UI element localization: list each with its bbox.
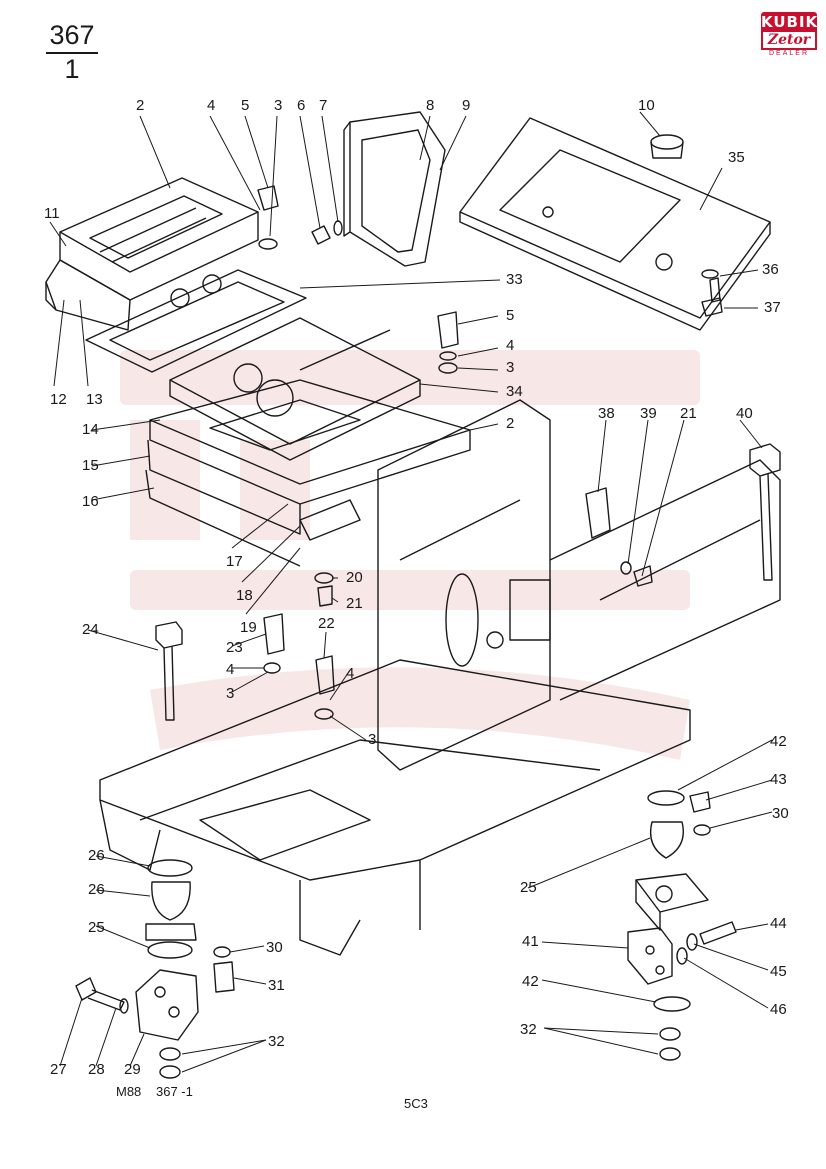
rubber-pad-12-13	[45, 259, 131, 331]
dealer-logo: KUBIK Zetor DEALER	[761, 12, 817, 64]
callout-10: 10	[638, 97, 655, 114]
frame-body	[377, 399, 781, 771]
callout-18: 18	[236, 587, 253, 604]
callout-3: 3	[274, 97, 282, 114]
callout-21: 21	[680, 405, 697, 422]
page-subnumber: 1	[64, 54, 80, 84]
callout-29: 29	[124, 1061, 141, 1078]
bracket-41	[627, 927, 673, 985]
callout-33: 33	[506, 271, 523, 288]
callout-45: 45	[770, 963, 787, 980]
drawing-code-right: 367 -1	[156, 1084, 193, 1099]
callout-35: 35	[728, 149, 745, 166]
callout-5: 5	[506, 307, 514, 324]
bolt-40	[749, 443, 781, 581]
base-frame	[99, 659, 691, 956]
logo-brand: KUBIK	[761, 12, 819, 32]
page-code: 5C3	[404, 1096, 428, 1111]
small-hardware	[159, 185, 737, 1079]
callout-22: 22	[318, 615, 335, 632]
callout-30: 30	[772, 805, 789, 822]
callout-26: 26	[88, 847, 105, 864]
callout-32: 32	[268, 1033, 285, 1050]
callout-28: 28	[88, 1061, 105, 1078]
callout-38: 38	[598, 405, 615, 422]
callout-15: 15	[82, 457, 99, 474]
page-number-block: 367 1	[46, 20, 98, 84]
callout-26: 26	[88, 881, 105, 898]
callout-40: 40	[736, 405, 753, 422]
callout-42: 42	[522, 973, 539, 990]
callout-3: 3	[506, 359, 514, 376]
callout-2: 2	[136, 97, 144, 114]
callout-31: 31	[268, 977, 285, 994]
callout-6: 6	[297, 97, 305, 114]
gasket-33	[85, 269, 307, 373]
callout-43: 43	[770, 771, 787, 788]
callout-12: 12	[50, 391, 67, 408]
callout-16: 16	[82, 493, 99, 510]
mounting-plate-2	[59, 177, 259, 301]
callout-39: 39	[640, 405, 657, 422]
rear-mount-25-26	[145, 859, 197, 959]
logo-tag: DEALER	[768, 50, 809, 57]
bracket-29	[135, 969, 199, 1041]
cap-10	[650, 134, 684, 159]
callout-19: 19	[240, 619, 257, 636]
callout-8: 8	[426, 97, 434, 114]
callout-24: 24	[82, 621, 99, 638]
callout-36: 36	[762, 261, 779, 278]
front-mount-42-26	[635, 790, 709, 931]
callout-2: 2	[506, 415, 514, 432]
logo-make: Zetor	[761, 32, 817, 50]
callout-25: 25	[88, 919, 105, 936]
plate-34	[169, 317, 421, 461]
page-number: 367	[46, 20, 98, 54]
callout-44: 44	[770, 915, 787, 932]
callout-27: 27	[50, 1061, 67, 1078]
callout-25: 25	[520, 879, 537, 896]
callout-32: 32	[520, 1021, 537, 1038]
callout-4: 4	[506, 337, 514, 354]
drawing-code-left: M88	[116, 1084, 142, 1099]
callout-4: 4	[226, 661, 234, 678]
callout-4: 4	[207, 97, 215, 114]
callout-3: 3	[368, 731, 376, 748]
callout-20: 20	[346, 569, 363, 586]
callout-23: 23	[226, 639, 243, 656]
callout-30: 30	[266, 939, 283, 956]
bolt-27	[75, 977, 129, 1014]
callout-46: 46	[770, 1001, 787, 1018]
callout-5: 5	[241, 97, 249, 114]
callout-3: 3	[226, 685, 234, 702]
ring-42-lower	[653, 996, 691, 1012]
callout-7: 7	[319, 97, 327, 114]
callout-4: 4	[346, 665, 354, 682]
watermark-shapes	[120, 350, 700, 760]
callout-11: 11	[44, 205, 60, 222]
bracket-38	[585, 487, 611, 539]
callout-9: 9	[462, 97, 470, 114]
callout-13: 13	[86, 391, 103, 408]
callout-41: 41	[522, 933, 539, 950]
callout-14: 14	[82, 421, 99, 438]
leader-lines	[49, 111, 773, 1073]
callout-34: 34	[506, 383, 523, 400]
callout-42: 42	[770, 733, 787, 750]
plate-35	[459, 117, 771, 331]
callout-21: 21	[346, 595, 363, 612]
callout-17: 17	[226, 553, 243, 570]
bolt-24	[155, 621, 183, 721]
callout-37: 37	[764, 299, 781, 316]
cover-8-9	[343, 111, 446, 267]
